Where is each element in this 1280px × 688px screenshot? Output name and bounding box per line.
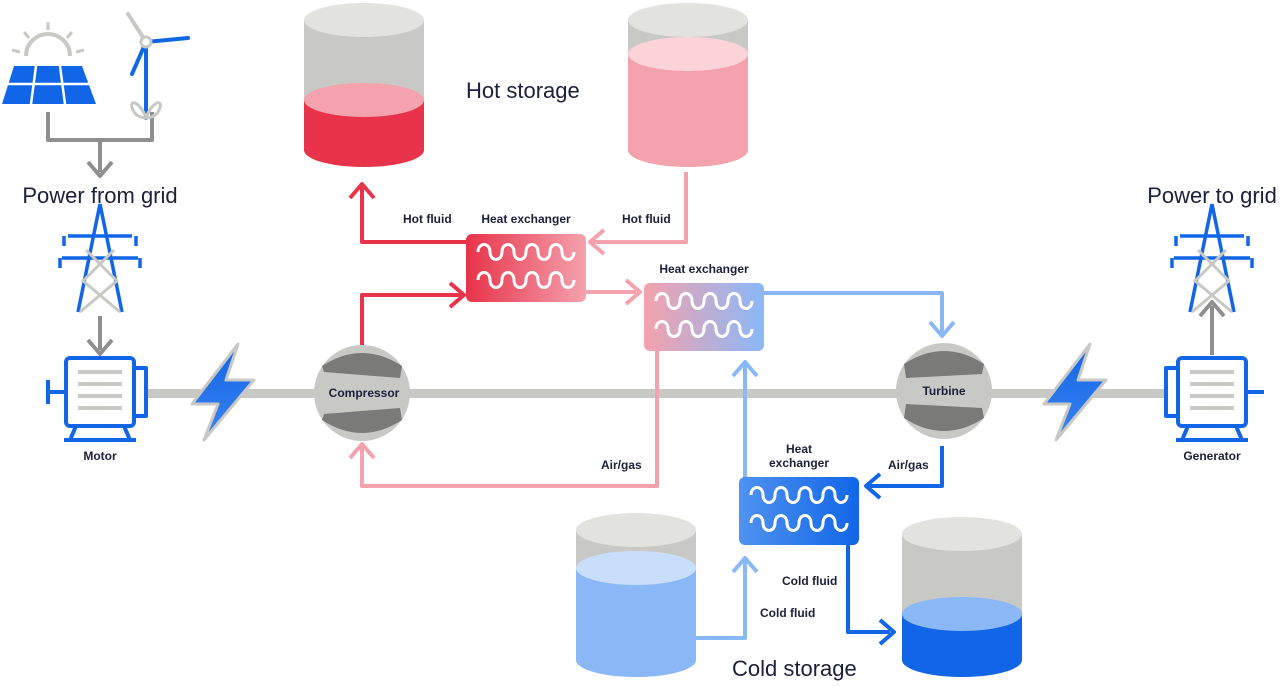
solar-panel-icon <box>2 22 96 105</box>
lightning-bolt-left-icon <box>190 342 256 442</box>
motor-icon <box>46 356 148 442</box>
hot-storage-tank-left <box>304 3 424 167</box>
hx-middle-label: Heat exchanger <box>659 262 749 276</box>
compressor <box>314 345 410 441</box>
cold-storage-tank-left <box>576 513 696 677</box>
turbine <box>896 343 992 439</box>
hot-fluid-left-label: Hot fluid <box>403 212 452 226</box>
hx-to-hx-pipe <box>586 278 642 306</box>
cold-fluid-right-label: Cold fluid <box>782 574 837 588</box>
compressor-to-hx-pipe <box>360 281 466 345</box>
air-gas-return-pipe <box>348 350 659 488</box>
cold-storage-to-hx-pipe <box>695 556 759 640</box>
generator-label: Generator <box>1183 449 1241 463</box>
lightning-bolt-right-icon <box>1042 342 1108 442</box>
hot-storage-tank-right <box>628 3 748 167</box>
cold-fluid-left-label: Cold fluid <box>760 606 815 620</box>
heat-exchanger-bottom <box>739 477 859 545</box>
heat-exchanger-middle <box>644 283 764 351</box>
wind-turbine-icon <box>126 12 190 120</box>
power-pylon-left-icon <box>58 203 142 314</box>
hot-storage-label: Hot storage <box>466 78 580 103</box>
power-to-grid-label: Power to grid <box>1147 183 1277 208</box>
hx-to-turbine-pipe <box>762 291 956 338</box>
air-gas-left-label: Air/gas <box>601 458 642 472</box>
turbine-exhaust-pipe <box>864 446 944 500</box>
compressor-label: Compressor <box>329 386 400 400</box>
hx-bottom-label-line1: Heat <box>786 442 812 456</box>
heat-exchanger-top <box>466 234 586 302</box>
cold-to-hx-vertical-pipe <box>731 360 759 480</box>
grid-input-pipe <box>46 112 154 356</box>
hot-fluid-pipe-left <box>348 182 470 244</box>
cold-storage-tank-right <box>902 517 1022 677</box>
air-gas-right-label: Air/gas <box>888 458 929 472</box>
hot-fluid-pipe-right <box>588 172 688 256</box>
motor-label: Motor <box>83 449 117 463</box>
cold-storage-label: Cold storage <box>732 656 857 681</box>
hx-to-cold-storage-pipe <box>846 545 896 646</box>
grid-output-pipe <box>1198 300 1226 355</box>
hot-fluid-right-label: Hot fluid <box>622 212 671 226</box>
generator-icon <box>1164 356 1264 442</box>
hx-bottom-label-line2: exchanger <box>769 456 829 470</box>
turbine-label: Turbine <box>922 384 965 398</box>
power-pylon-right-icon <box>1170 203 1254 314</box>
hx-top-label: Heat exchanger <box>481 212 571 226</box>
power-from-grid-label: Power from grid <box>22 183 177 208</box>
